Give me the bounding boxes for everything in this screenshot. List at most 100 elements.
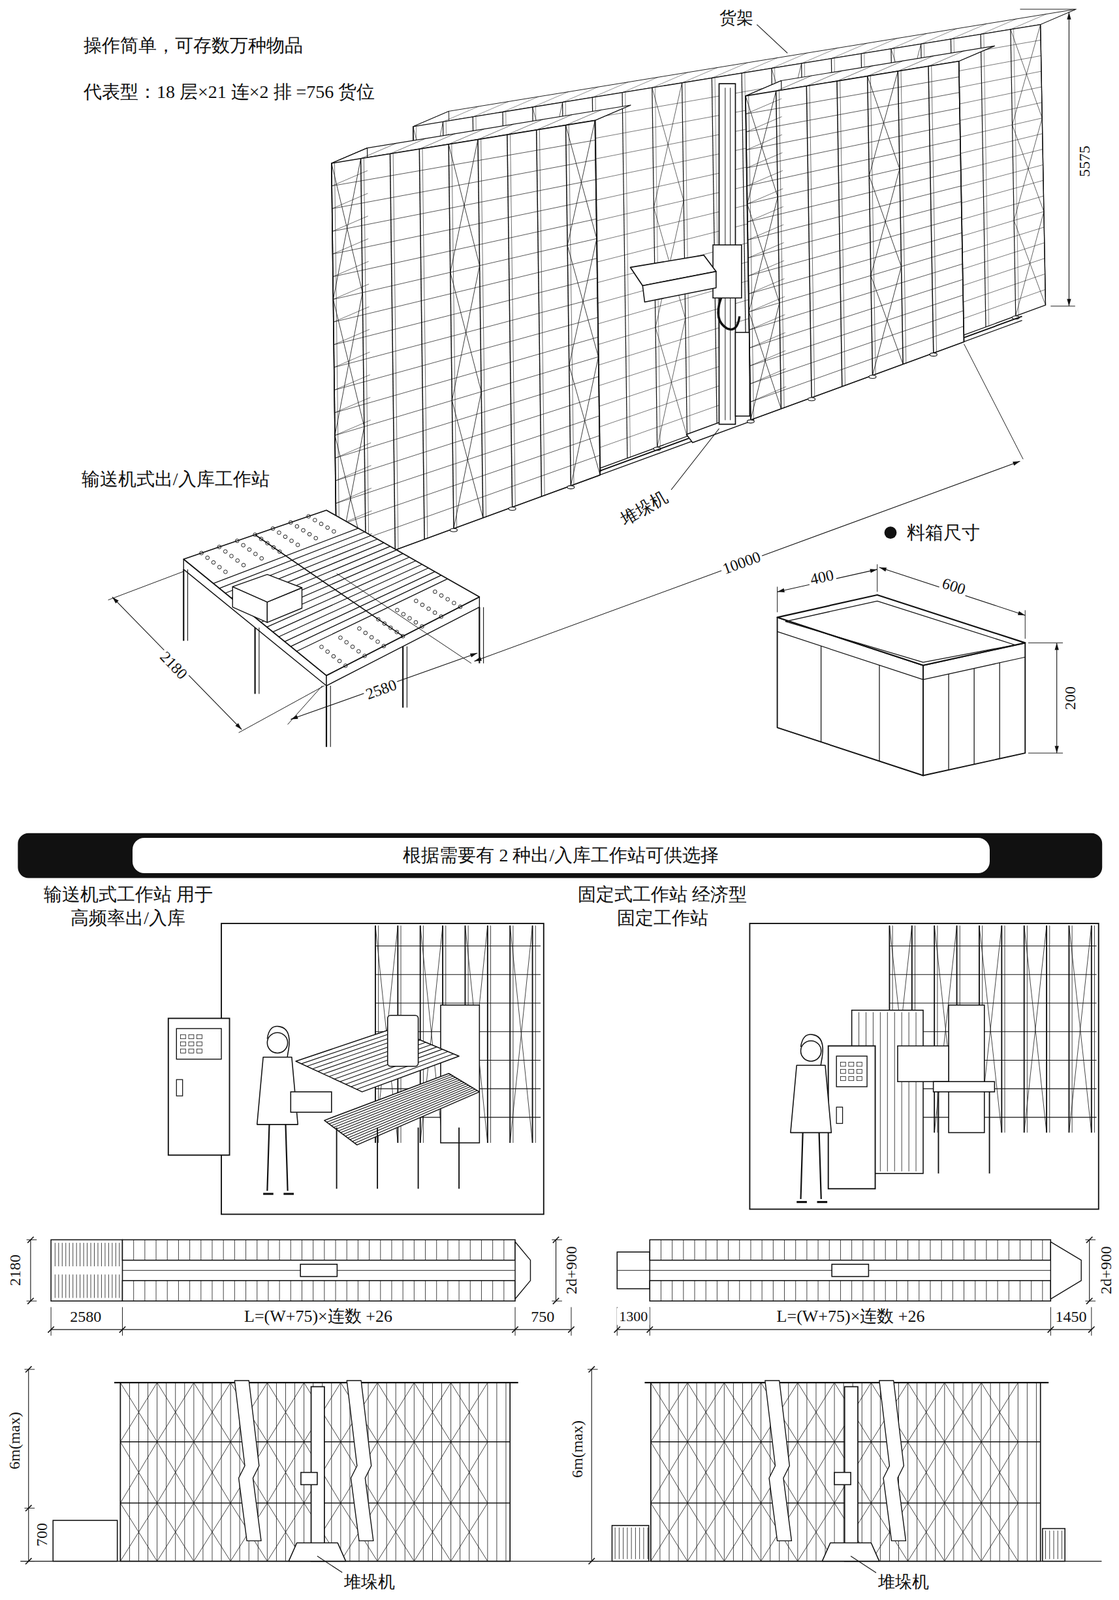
ball-table [295,543,300,548]
rack-brace [867,76,900,170]
ball-table [432,610,437,615]
elevation-upright [806,1382,807,1561]
elevation-roof [114,1381,519,1383]
conveyor-roller [326,1074,451,1123]
dimension-tick [25,1365,32,1372]
tote [290,1091,331,1112]
elevation-brace [451,1382,488,1442]
station-leg [402,646,404,708]
plan-roller [69,1274,70,1298]
rack-shelf [749,295,963,366]
elevation-station [647,1527,649,1559]
dimension-label: 750 [528,1306,557,1326]
cage-bar [894,1011,896,1172]
plan-roller [76,1274,78,1298]
plan-bay [761,1280,763,1301]
plan-bay [200,1280,202,1301]
elevation-brace [193,1502,231,1561]
plan-roller [90,1242,92,1266]
plan-station [50,1239,123,1301]
plan-bay [357,1239,359,1260]
rack-shelf [332,193,369,209]
elevation-brace [687,1382,725,1442]
elevation-upright [413,1382,415,1561]
ball-table [337,658,342,663]
plan-bay [974,1280,976,1301]
person-foot [263,1192,274,1195]
dimension-line [290,652,478,720]
plan-bay [705,1239,707,1260]
plan-bay [874,1239,875,1260]
rack-shelf [375,945,541,946]
plan-roller [79,1274,81,1298]
kiosk-key [848,1068,854,1073]
elevation-brace [724,1441,761,1503]
elevation-station [631,1527,632,1559]
plan-bay [312,1239,314,1260]
plan-roller [83,1242,85,1266]
ball-table [247,547,252,552]
station-leg [258,627,260,694]
ball-table [270,526,275,531]
plan-bay [671,1280,673,1301]
rack-brace [750,302,780,420]
rack-upright [594,120,600,475]
rack-top-beam [477,124,514,140]
rack-upright [1000,925,1003,1133]
ball-table [314,535,318,540]
station-leg [187,569,189,641]
elevation-rack [650,1382,1041,1561]
dimension-tick [588,1365,595,1372]
plan-bay [727,1239,729,1260]
elevation-brace [724,1502,761,1561]
elevation-brace [413,1502,451,1561]
extension-line [24,1507,35,1509]
elevation-brace [157,1502,194,1561]
elevation-brace [908,1502,945,1561]
elevation-upright [340,1382,341,1561]
ball-table [350,645,355,649]
plan-bay [761,1239,763,1260]
plan-bay [357,1280,359,1301]
plan-roller [94,1274,95,1298]
extension-line [1085,1300,1096,1302]
ball-table [458,604,463,609]
elevation-brace [724,1382,761,1442]
plan-bay [290,1280,292,1301]
plan-rack-row [649,1280,1051,1301]
rack-upright [490,925,491,1143]
plan-bay [211,1239,213,1260]
rack-shelf [332,199,597,254]
break-line [346,1380,374,1541]
plan-bay [368,1239,370,1260]
plan-roller [58,1242,59,1266]
elevation-brace [944,1382,982,1442]
elevation-brace [267,1441,304,1503]
annotation-label: 堆垛机 [876,1572,931,1593]
plan-roller [54,1274,56,1298]
elevation-upright [147,1382,149,1561]
extension-line [24,1560,35,1561]
rack-shelf [745,98,782,114]
elevation-station [1053,1530,1055,1560]
elevation-brace [944,1441,982,1503]
plan-bay [200,1239,202,1260]
extension-line [1090,1307,1092,1336]
elevation-brace [687,1502,725,1561]
plan-roller [115,1274,117,1298]
dimension-label: 600 [937,573,970,600]
plan-bay [436,1239,437,1260]
plan-bay [156,1280,157,1301]
elevation-brace [413,1382,451,1442]
elevation-rack [120,1382,510,1561]
station-leg [376,1127,379,1189]
elevation-brace [377,1382,414,1442]
elevation-brace [120,1441,157,1503]
plan-bay [963,1280,965,1301]
plan-bay [784,1239,785,1260]
rack-brace [653,82,682,208]
rack-shelf [334,317,599,390]
dimension-label: 700 [32,1520,52,1548]
conveyor-roller [340,1082,465,1133]
